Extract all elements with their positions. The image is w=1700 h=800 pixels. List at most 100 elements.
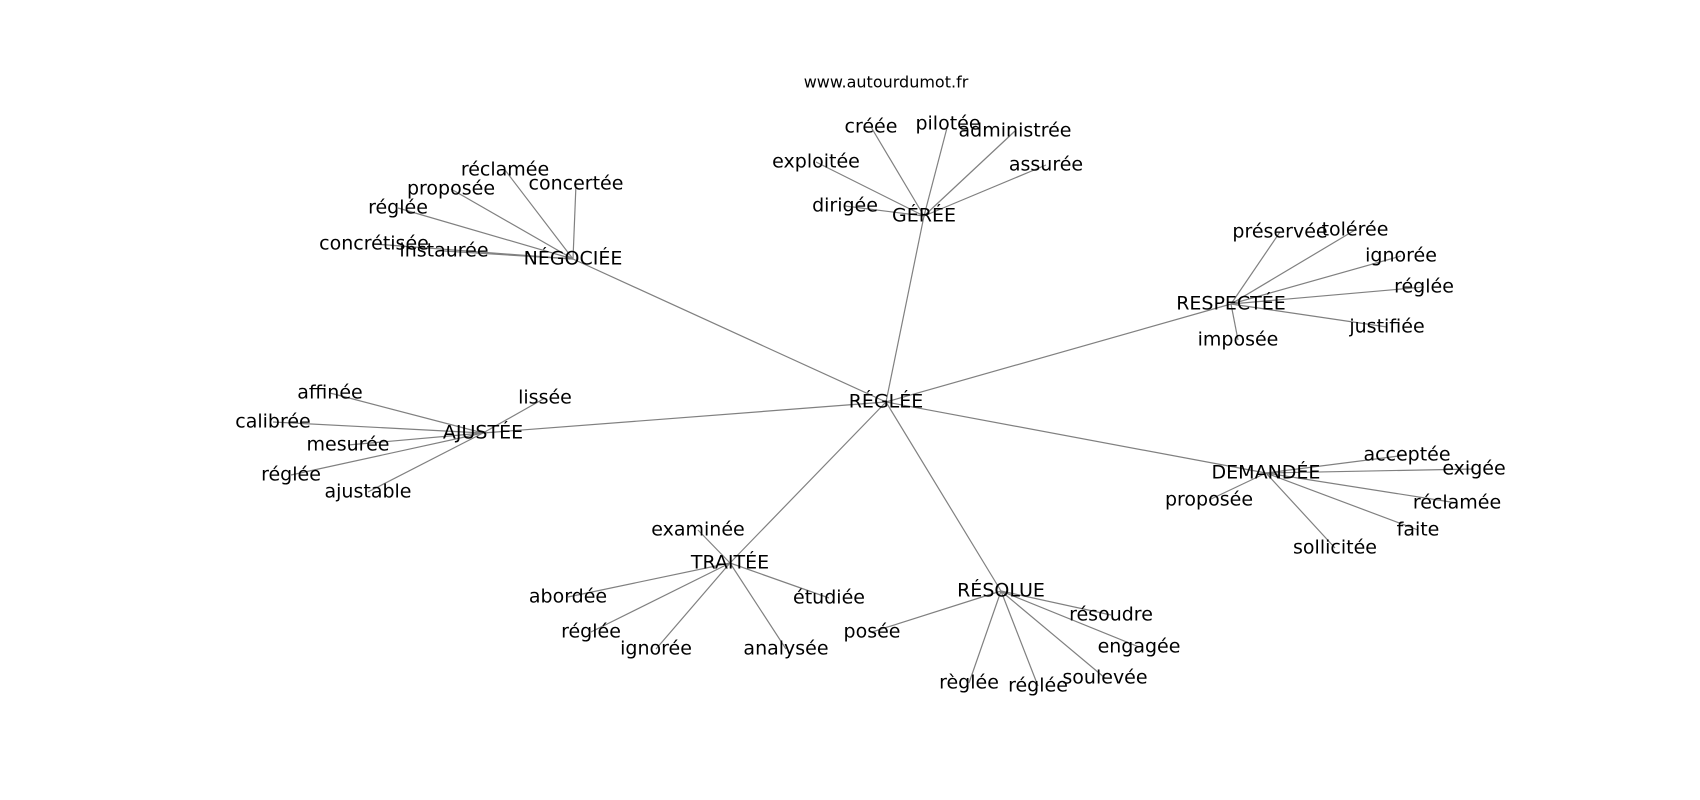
edge-resolue-leaf-5	[1000, 590, 1039, 687]
hub-node-traitee[interactable]: TRAITÉE	[690, 551, 769, 574]
edge-center-geree	[885, 215, 925, 403]
hub-node-resolue[interactable]: RÉSOLUE	[957, 579, 1045, 602]
edge-ajustee-leaf-4	[290, 432, 484, 476]
leaf-node-respectee-5[interactable]: imposée	[1198, 329, 1279, 351]
edge-traitee-leaf-4	[655, 562, 731, 650]
edge-center-negociee	[572, 258, 887, 403]
edge-respectee-leaf-3	[1230, 286, 1425, 305]
hub-node-respectee[interactable]: RESPECTÉE	[1176, 292, 1286, 315]
center-node[interactable]: RÉGLÉE	[849, 390, 924, 413]
leaf-node-resolue-1[interactable]: posée	[844, 621, 901, 643]
leaf-node-demandee-4[interactable]: faite	[1397, 519, 1440, 541]
leaf-node-geree-0[interactable]: créée	[845, 116, 898, 138]
edge-respectee-leaf-5	[1230, 303, 1239, 341]
leaf-node-negociee-5[interactable]: instaurée	[399, 240, 488, 262]
edge-demandee-leaf-1	[1265, 468, 1475, 474]
leaf-node-resolue-5[interactable]: réglée	[1008, 675, 1068, 697]
leaf-node-respectee-2[interactable]: ignorée	[1365, 245, 1437, 267]
edge-resolue-leaf-3	[1000, 590, 1106, 679]
leaf-node-traitee-4[interactable]: ignorée	[620, 638, 692, 660]
edge-respectee-leaf-0	[1230, 231, 1281, 305]
leaf-node-geree-2[interactable]: administrée	[959, 120, 1072, 142]
leaf-node-negociee-0[interactable]: réclamée	[461, 159, 549, 181]
leaf-node-demandee-5[interactable]: sollicitée	[1293, 537, 1377, 559]
edge-geree-leaf-3	[815, 161, 925, 217]
leaf-node-respectee-1[interactable]: tolérée	[1322, 219, 1389, 241]
leaf-node-ajustee-1[interactable]: lissée	[518, 387, 572, 409]
leaf-node-traitee-5[interactable]: analysée	[743, 638, 828, 660]
edge-traitee-leaf-5	[729, 562, 787, 650]
edge-demandee-leaf-2	[1208, 472, 1267, 501]
leaf-node-ajustee-5[interactable]: ajustable	[325, 481, 412, 503]
edge-geree-leaf-2	[923, 130, 1016, 217]
edge-resolue-leaf-4	[968, 590, 1002, 684]
edge-negociee-leaf-5	[443, 250, 574, 260]
leaf-node-traitee-1[interactable]: abordée	[529, 586, 607, 608]
hub-node-geree[interactable]: GÉRÉE	[892, 204, 956, 227]
leaf-node-negociee-3[interactable]: réglée	[368, 197, 428, 219]
leaf-node-resolue-0[interactable]: résoudre	[1069, 604, 1153, 626]
edge-geree-leaf-4	[923, 164, 1047, 217]
edge-demandee-leaf-3	[1265, 472, 1458, 504]
leaf-node-traitee-2[interactable]: étudiée	[793, 587, 865, 609]
edge-center-respectee	[885, 303, 1232, 403]
edge-ajustee-leaf-0	[329, 392, 484, 434]
edge-demandee-leaf-5	[1265, 472, 1336, 549]
leaf-node-ajustee-3[interactable]: mesurée	[307, 434, 390, 456]
leaf-node-geree-3[interactable]: exploitée	[772, 151, 860, 173]
edge-ajustee-leaf-3	[347, 432, 484, 446]
graph-edges	[272, 123, 1475, 687]
edge-demandee-leaf-0	[1265, 454, 1408, 474]
edge-traitee-leaf-0	[697, 529, 731, 564]
hub-node-negociee[interactable]: NÉGOCIÉE	[524, 247, 623, 270]
hub-node-demandee[interactable]: DEMANDÉE	[1212, 461, 1321, 484]
leaf-node-ajustee-0[interactable]: affinée	[297, 382, 362, 404]
edge-geree-leaf-0	[870, 126, 925, 217]
edge-ajustee-leaf-2	[272, 421, 484, 434]
leaf-node-negociee-4[interactable]: concrétisée	[319, 233, 429, 255]
edge-ajustee-leaf-5	[367, 432, 484, 493]
leaf-node-resolue-2[interactable]: engagée	[1098, 636, 1181, 658]
leaf-node-traitee-3[interactable]: réglée	[561, 621, 621, 643]
edge-center-resolue	[885, 401, 1002, 592]
edge-center-ajustee	[482, 401, 887, 434]
leaf-node-resolue-3[interactable]: soulevée	[1062, 667, 1147, 689]
leaf-node-demandee-3[interactable]: réclamée	[1413, 492, 1501, 514]
edge-center-traitee	[729, 401, 887, 564]
leaf-node-ajustee-4[interactable]: réglée	[261, 464, 321, 486]
edge-negociee-leaf-3	[397, 207, 574, 260]
edge-respectee-leaf-4	[1230, 303, 1388, 328]
leaf-node-demandee-0[interactable]: acceptée	[1363, 444, 1450, 466]
edge-traitee-leaf-2	[729, 562, 830, 599]
edge-traitee-leaf-1	[567, 562, 731, 598]
leaf-node-geree-5[interactable]: dirigée	[812, 195, 878, 217]
edge-resolue-leaf-2	[1000, 590, 1140, 648]
edge-resolue-leaf-0	[1000, 590, 1112, 616]
edge-respectee-leaf-2	[1230, 255, 1402, 305]
leaf-node-geree-4[interactable]: assurée	[1009, 154, 1083, 176]
edge-negociee-leaf-1	[450, 188, 574, 260]
leaf-node-demandee-2[interactable]: proposée	[1165, 489, 1253, 511]
edge-negociee-leaf-0	[504, 169, 574, 260]
edge-ajustee-leaf-1	[482, 397, 546, 434]
leaf-node-ajustee-2[interactable]: calibrée	[235, 411, 310, 433]
source-url-label[interactable]: www.autourdumot.fr	[804, 73, 969, 92]
edge-resolue-leaf-1	[871, 590, 1002, 633]
edge-geree-leaf-1	[923, 123, 949, 217]
edge-center-demandee	[885, 401, 1267, 474]
leaf-node-negociee-2[interactable]: concertée	[529, 173, 624, 195]
edge-negociee-leaf-2	[572, 183, 577, 260]
hub-node-ajustee[interactable]: AJUSTÉE	[443, 421, 523, 444]
leaf-node-respectee-0[interactable]: préservée	[1232, 221, 1327, 243]
leaf-node-respectee-4[interactable]: justifiée	[1348, 316, 1424, 338]
leaf-node-negociee-1[interactable]: proposée	[407, 178, 495, 200]
leaf-node-traitee-0[interactable]: examinée	[651, 519, 744, 541]
leaf-node-demandee-1[interactable]: exigée	[1442, 458, 1505, 480]
leaf-node-geree-1[interactable]: pilotée	[915, 113, 980, 135]
edge-geree-leaf-5	[844, 205, 925, 217]
leaf-node-respectee-3[interactable]: réglée	[1394, 276, 1454, 298]
edge-respectee-leaf-1	[1230, 229, 1356, 305]
leaf-node-resolue-4[interactable]: règlée	[939, 672, 999, 694]
